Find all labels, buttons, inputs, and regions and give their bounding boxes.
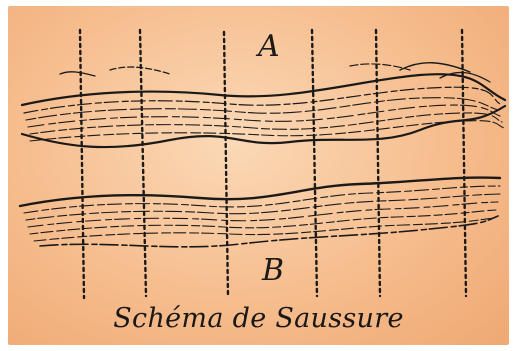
label-a: A	[255, 29, 280, 64]
dotted-line-4	[312, 30, 317, 296]
band-b	[20, 178, 500, 247]
band-a-top-edge	[22, 74, 505, 105]
band-a-bottom-edge	[22, 106, 505, 147]
band-a-hatch-5	[30, 121, 504, 141]
band-a-hatch-1	[24, 87, 500, 113]
figure-caption: Schéma de Saussure	[0, 303, 517, 334]
label-b: B	[261, 253, 284, 288]
band-a-stray-stroke-1	[60, 72, 95, 76]
band-b-bottom-edge	[40, 216, 498, 247]
dotted-line-2	[140, 30, 146, 296]
dotted-line-1	[80, 30, 84, 298]
band-a	[22, 63, 505, 147]
band-b-hatch-4	[30, 210, 496, 234]
dotted-line-5	[376, 30, 380, 296]
band-a-stray-stroke-3	[400, 63, 470, 72]
band-b-hatch-3	[28, 202, 498, 227]
band-b-top-edge	[20, 178, 500, 206]
dotted-line-3	[224, 32, 228, 296]
band-b-hatch-1	[24, 186, 500, 213]
band-a-hatch-2	[26, 98, 498, 120]
